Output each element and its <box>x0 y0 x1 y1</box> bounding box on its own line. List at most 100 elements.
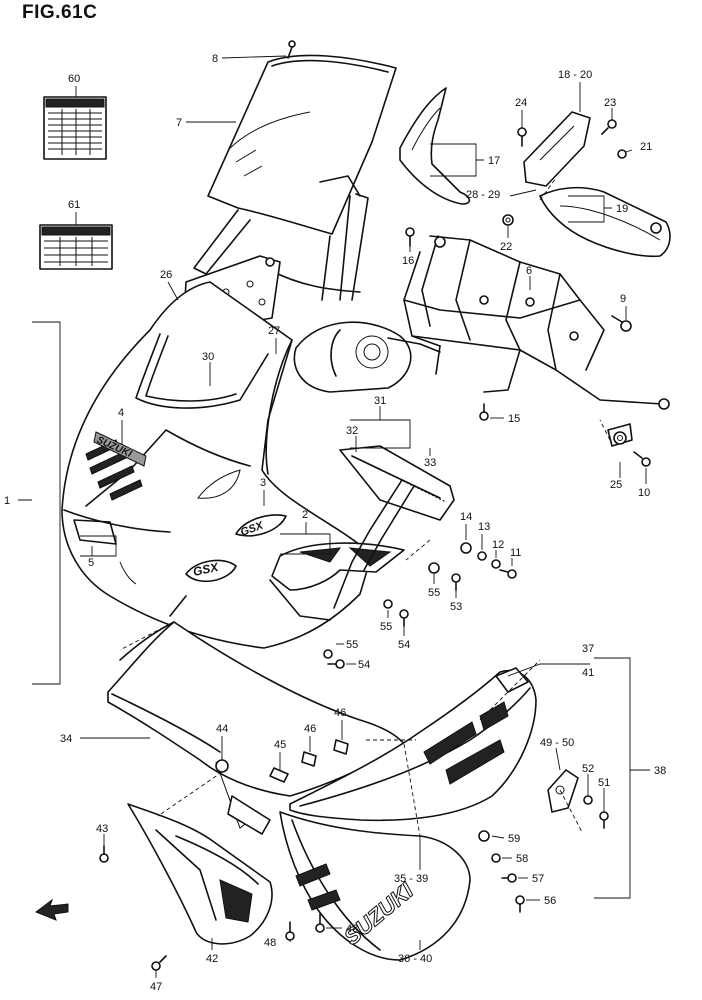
callout-8: 8 <box>212 53 218 65</box>
nut-21 <box>617 149 627 159</box>
washer-22 <box>502 214 514 226</box>
figure-title: FIG.61C <box>22 2 98 23</box>
side-mount-bracket <box>547 769 579 813</box>
callout-44: 44 <box>216 723 228 735</box>
callout-23: 23 <box>604 97 616 109</box>
callout-28-29: 28 - 29 <box>466 189 500 201</box>
callout-21: 21 <box>640 141 652 153</box>
mirror-stay-bracket <box>523 111 591 187</box>
callout-61: 61 <box>68 199 80 211</box>
bolt-47 <box>151 955 167 971</box>
callout-2: 2 <box>302 509 308 521</box>
callout-26: 26 <box>160 269 172 281</box>
callout-53: 53 <box>450 601 462 613</box>
fairing-brace-frame <box>403 235 670 447</box>
callout-55-c: 55 <box>346 639 358 651</box>
mirror-cover <box>539 186 671 258</box>
callout-13: 13 <box>478 521 490 533</box>
lower-cowl-left <box>107 595 405 835</box>
callout-30: 30 <box>202 351 214 363</box>
callout-27: 27 <box>268 325 280 337</box>
callout-60: 60 <box>68 73 80 85</box>
bolt-14 <box>460 542 472 554</box>
fairing-model-badge: GSX <box>185 559 237 583</box>
bolt-53 <box>451 573 461 591</box>
nut-25 <box>613 431 627 445</box>
callout-3: 3 <box>260 477 266 489</box>
callout-41: 41 <box>582 667 594 679</box>
bolt-54b <box>327 659 345 669</box>
callout-34: 34 <box>60 733 72 745</box>
windscreen <box>207 40 397 235</box>
leader-lines <box>18 55 650 978</box>
nut-55a <box>428 562 440 574</box>
headlight-unit <box>293 321 441 393</box>
fairing-badge-text: GSX <box>192 560 221 579</box>
fasteners <box>99 119 651 971</box>
windscreen-screw <box>287 40 296 59</box>
grommet-45 <box>269 767 289 783</box>
callout-11: 11 <box>510 547 521 559</box>
grommet-44 <box>215 759 229 773</box>
callout-9: 9 <box>620 293 626 305</box>
caution-label-60 <box>43 96 107 160</box>
callout-45: 45 <box>274 739 286 751</box>
callout-35-39: 35 - 39 <box>394 873 428 885</box>
grommet-46a <box>301 751 317 767</box>
callout-18-20: 18 - 20 <box>558 69 592 81</box>
callout-7: 7 <box>176 117 182 129</box>
nut-59 <box>478 830 490 842</box>
callout-54-a: 54 <box>398 639 410 651</box>
callout-42: 42 <box>206 953 218 965</box>
inner-cover-strip <box>339 445 455 521</box>
bolt-48b <box>315 913 325 933</box>
front-direction-arrow <box>34 898 69 921</box>
callout-54-b: 54 <box>358 659 370 671</box>
bolt-56 <box>515 895 525 913</box>
under-cowl: SUZUKI <box>279 811 471 961</box>
callout-36-40: 36 - 40 <box>398 953 432 965</box>
callout-31: 31 <box>374 395 386 407</box>
callout-19: 19 <box>616 203 628 215</box>
grommet-46b <box>333 739 349 755</box>
side-duct-panel <box>127 803 273 945</box>
callout-10: 10 <box>638 487 650 499</box>
inner-duct-panel <box>271 542 405 591</box>
callout-25: 25 <box>610 479 622 491</box>
callout-4: 4 <box>118 407 124 419</box>
bolt-23 <box>601 119 617 135</box>
callout-55-a: 55 <box>428 587 440 599</box>
bolt-11 <box>499 569 517 579</box>
callout-46-b: 46 <box>334 707 346 719</box>
callout-49-50: 49 - 50 <box>540 737 574 749</box>
callout-14: 14 <box>460 511 472 523</box>
callout-22: 22 <box>500 241 512 253</box>
bolt-9 <box>611 315 632 332</box>
bolt-54a <box>399 609 409 627</box>
nut-55c <box>323 649 333 659</box>
callout-43: 43 <box>96 823 108 835</box>
callout-32: 32 <box>346 425 358 437</box>
callout-12: 12 <box>492 539 504 551</box>
bolt-51 <box>599 811 609 829</box>
gsx-emblem: GSX <box>235 514 287 539</box>
callout-17: 17 <box>488 155 500 167</box>
bolt-48a <box>285 921 295 941</box>
callout-48-a: 48 <box>264 937 276 949</box>
callout-55-b: 55 <box>380 621 392 633</box>
bolt-24 <box>517 127 527 147</box>
bolt-10 <box>633 451 651 467</box>
callout-52: 52 <box>582 763 594 775</box>
bolt-52 <box>583 795 593 805</box>
callout-16: 16 <box>402 255 414 267</box>
callout-57: 57 <box>532 873 544 885</box>
assembly-lines <box>119 177 611 837</box>
callout-labels: 8 7 60 61 18 - 20 2 4 23 21 17 28 - 29 19… <box>4 53 666 993</box>
callout-58: 58 <box>516 853 528 865</box>
caution-label-61 <box>39 224 113 270</box>
washer-13 <box>477 551 487 561</box>
callout-33: 33 <box>424 457 436 469</box>
callout-5: 5 <box>88 557 94 569</box>
callout-38: 38 <box>654 765 666 777</box>
